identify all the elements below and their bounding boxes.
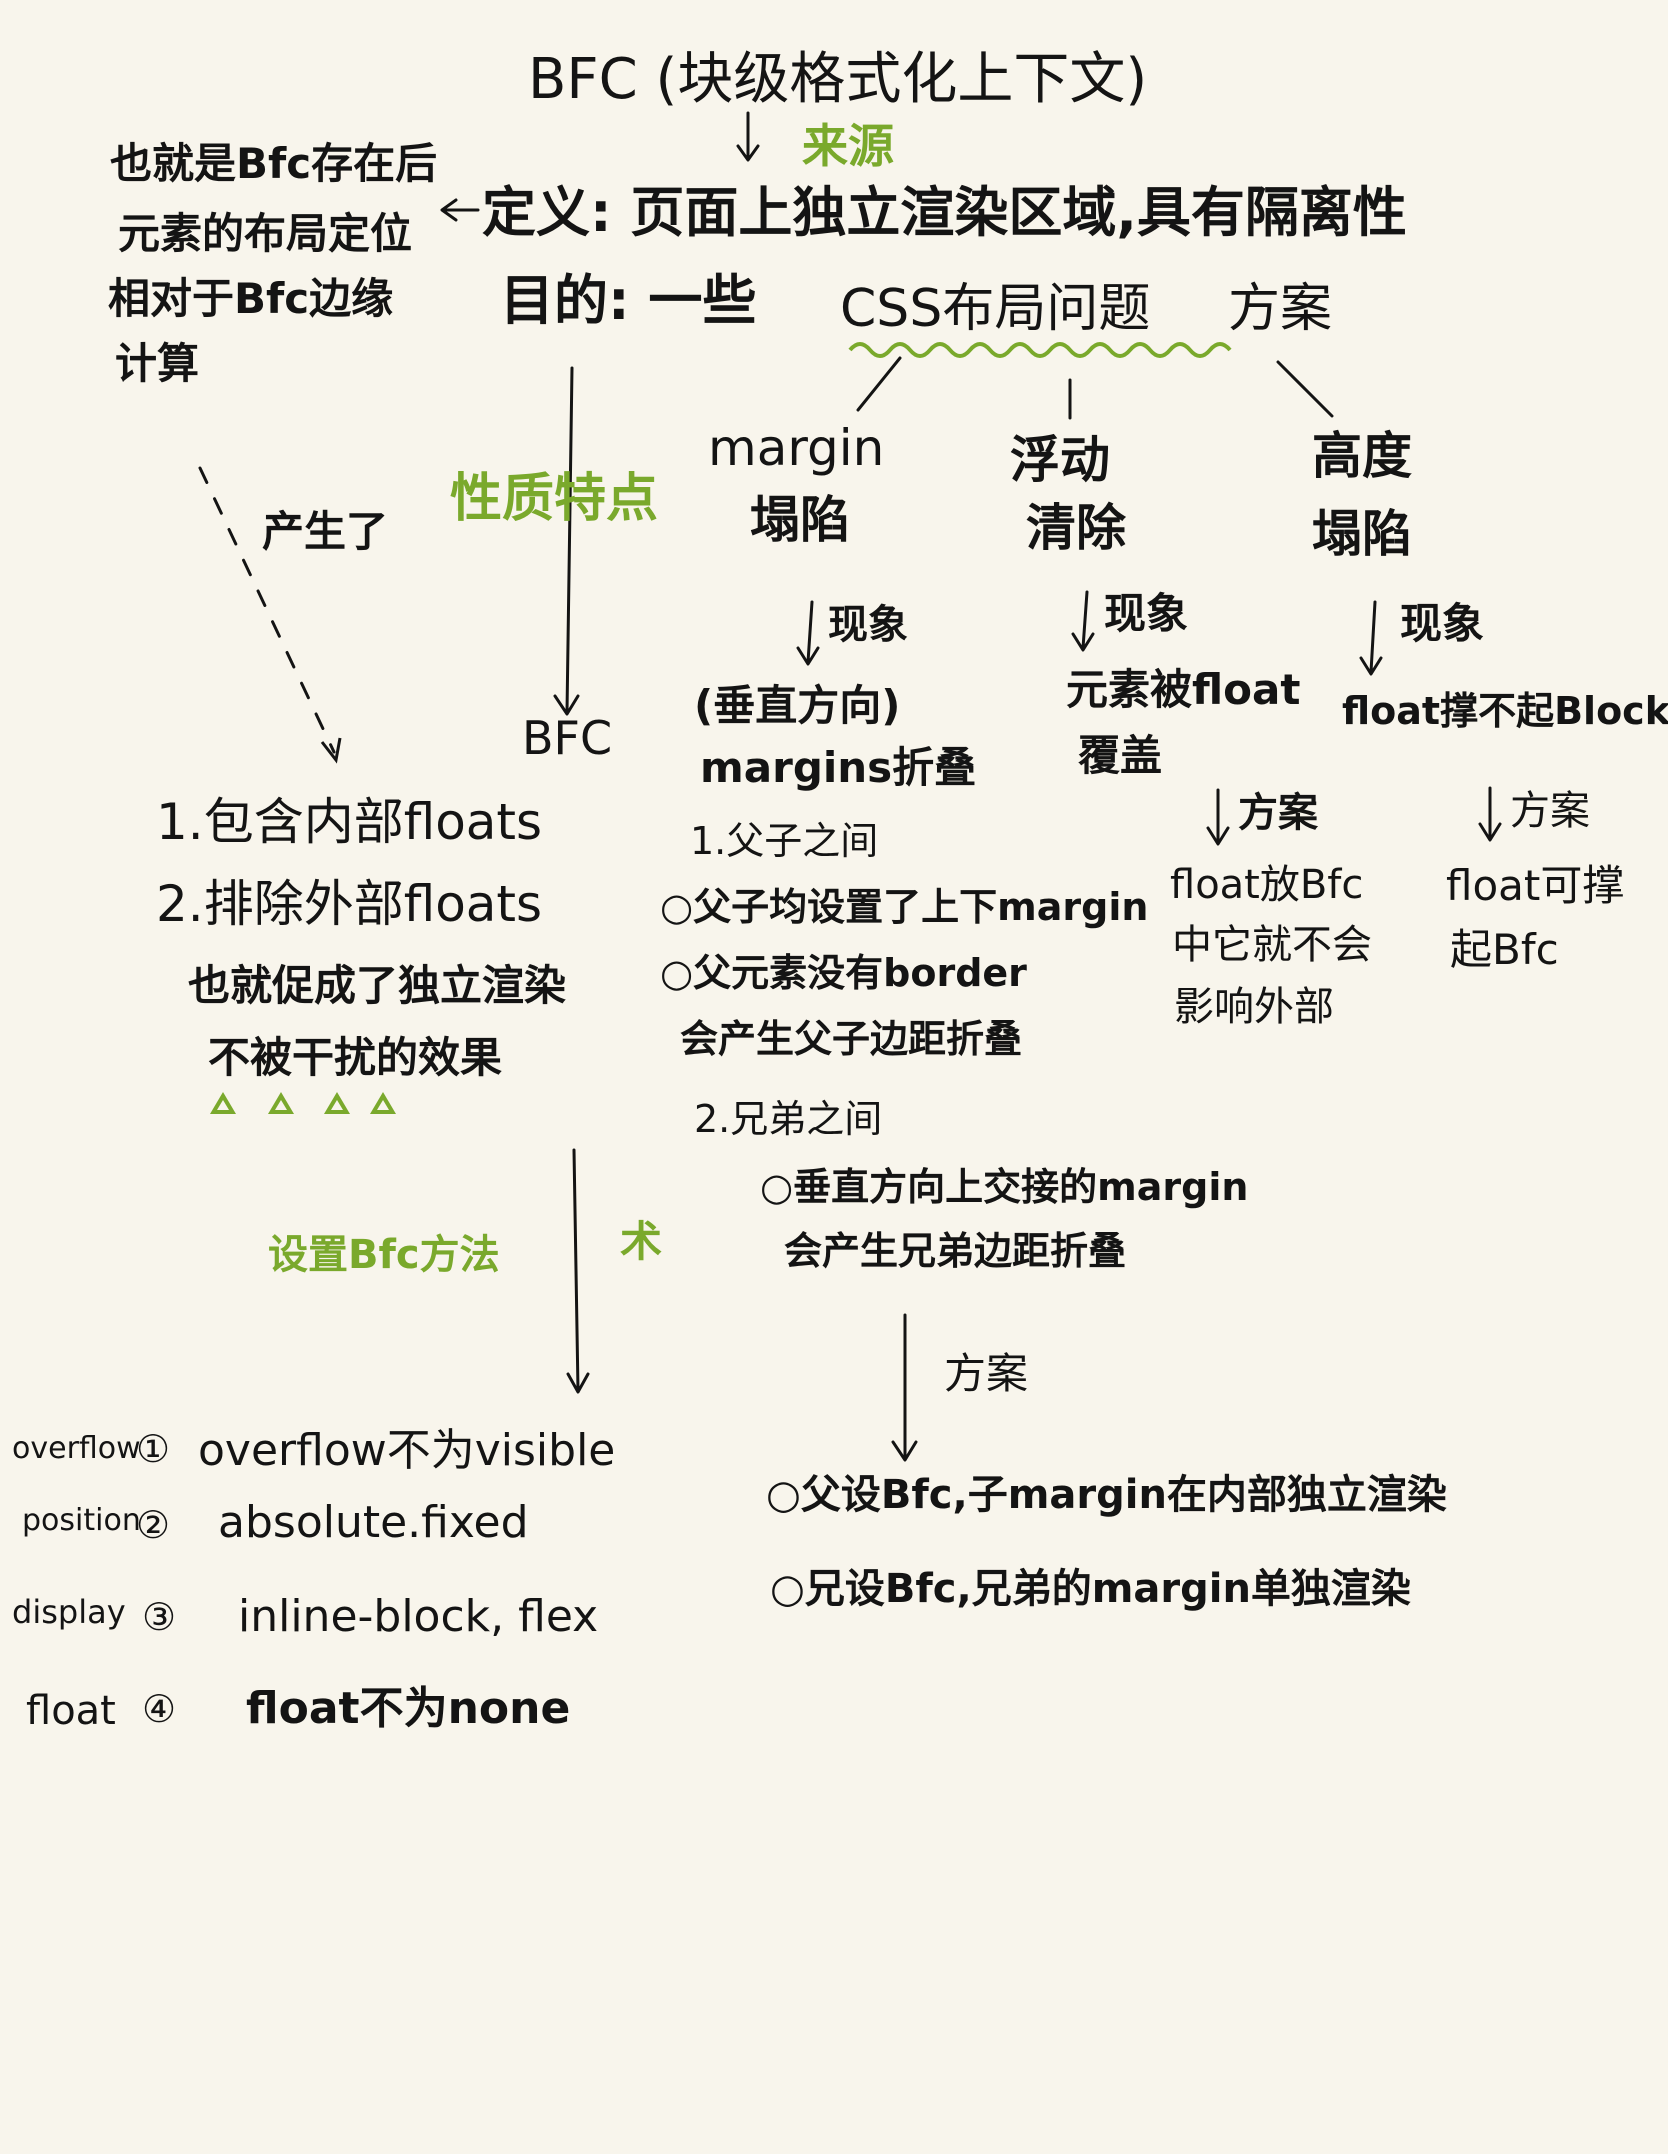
problem-title: margin <box>708 419 885 477</box>
method-value: inline-block, flex <box>238 1591 599 1642</box>
diagram-title: BFC (块级格式化上下文) <box>528 47 1148 112</box>
phenomenon-text: 元素被float <box>1066 665 1301 714</box>
methods-mark: 术 <box>620 1217 663 1266</box>
solution-text: 起Bfc <box>1450 925 1559 974</box>
arrow-definition-to-note <box>440 198 480 222</box>
trait-item: 2.排除外部floats <box>156 875 543 933</box>
arrow-float-phenomenon <box>1071 590 1095 652</box>
method-prop: display <box>12 1593 126 1631</box>
definition-note-line: 也就是Bfc存在后 <box>110 139 438 188</box>
arrow-height-phenomenon <box>1359 600 1383 676</box>
trait-item: 1.包含内部floats <box>156 793 543 851</box>
problem-title: 清除 <box>1026 499 1126 557</box>
phenomenon-label: 现象 <box>1104 589 1189 638</box>
solution-text: float放Bfc <box>1170 862 1364 908</box>
problem-title: 浮动 <box>1010 431 1110 489</box>
definition-note-line: 计算 <box>115 339 200 388</box>
methods-label: 设置Bfc方法 <box>268 1232 500 1278</box>
method-number: ④ <box>142 1687 177 1731</box>
arrow-title-to-definition <box>736 111 760 162</box>
margin-detail: ○垂直方向上交接的margin <box>760 1165 1249 1209</box>
solution-label: 方案 <box>1510 788 1590 834</box>
method-number: ① <box>136 1427 171 1471</box>
traits-label: 性质特点 <box>450 469 659 529</box>
phenomenon-text: 覆盖 <box>1078 731 1163 780</box>
emphasis-triangle-icon <box>268 1092 294 1114</box>
solution-label: 方案 <box>944 1349 1029 1398</box>
method-number: ② <box>136 1503 171 1547</box>
phenomenon-label: 现象 <box>1400 599 1485 648</box>
method-number: ③ <box>142 1595 177 1639</box>
phenomenon-text: (垂直方向) <box>694 681 901 730</box>
definition-note-line: 相对于Bfc边缘 <box>108 274 394 323</box>
method-prop: float <box>26 1688 116 1734</box>
problem-title: 塌陷 <box>750 491 850 549</box>
arrow-margin-phenomenon <box>796 600 820 666</box>
method-value: absolute.fixed <box>218 1497 529 1548</box>
bfc-node: BFC <box>522 711 613 765</box>
method-prop: position <box>22 1503 141 1538</box>
trait-item: 不被干扰的效果 <box>208 1033 503 1082</box>
method-prop: overflow <box>12 1431 141 1466</box>
solution-label: 方案 <box>1238 790 1318 836</box>
purpose-prefix: 目的: 一些 <box>500 269 757 332</box>
method-value: overflow不为visible <box>198 1425 616 1476</box>
margin-detail: 会产生父子边距折叠 <box>680 1017 1023 1061</box>
origin-label: 来源 <box>802 119 894 173</box>
arrow-float-solution <box>1206 788 1230 846</box>
definition: 定义: 页面上独立渲染区域,具有隔离性 <box>482 181 1407 244</box>
phenomenon-text: margins折叠 <box>700 743 977 792</box>
solution-text: ○兄设Bfc,兄弟的margin单独渲染 <box>770 1566 1411 1612</box>
emphasis-triangle-icon <box>210 1092 236 1114</box>
trait-item: 也就促成了独立渲染 <box>188 961 567 1010</box>
method-value: float不为none <box>246 1683 571 1734</box>
margin-detail: 2.兄弟之间 <box>694 1097 883 1141</box>
solution-text: float可撑 <box>1446 861 1625 910</box>
branch-left <box>856 356 902 412</box>
margin-detail: ○父子均设置了上下margin <box>660 885 1149 929</box>
purpose-topic: CSS布局问题 <box>840 279 1151 339</box>
arrow-margin-solution <box>891 1313 918 1462</box>
arrow-produce-head <box>320 737 342 764</box>
solution-text: 影响外部 <box>1174 984 1334 1030</box>
emphasis-triangle-icon <box>370 1092 396 1114</box>
phenomenon-label: 现象 <box>828 602 908 648</box>
solution-text: 中它就不会 <box>1172 922 1372 968</box>
topic-underline <box>848 342 1232 358</box>
margin-detail: ○父元素没有border <box>660 951 1027 995</box>
margin-detail: 1.父子之间 <box>690 819 879 863</box>
arrow-height-solution <box>1478 786 1502 842</box>
arrow-methods <box>566 1148 590 1394</box>
definition-note-line: 元素的布局定位 <box>118 209 413 258</box>
purpose-suffix: 方案 <box>1228 279 1333 339</box>
produce-label: 产生了 <box>262 507 389 556</box>
solution-text: ○父设Bfc,子margin在内部独立渲染 <box>766 1472 1447 1518</box>
phenomenon-text: float撑不起Block <box>1342 689 1668 733</box>
emphasis-triangle-icon <box>324 1092 350 1114</box>
margin-detail: 会产生兄弟边距折叠 <box>784 1229 1127 1273</box>
arrow-purpose-to-bfc <box>553 366 580 716</box>
problem-title: 高度 <box>1312 427 1412 485</box>
problem-title: 塌陷 <box>1312 505 1412 563</box>
branch-right <box>1276 360 1334 418</box>
